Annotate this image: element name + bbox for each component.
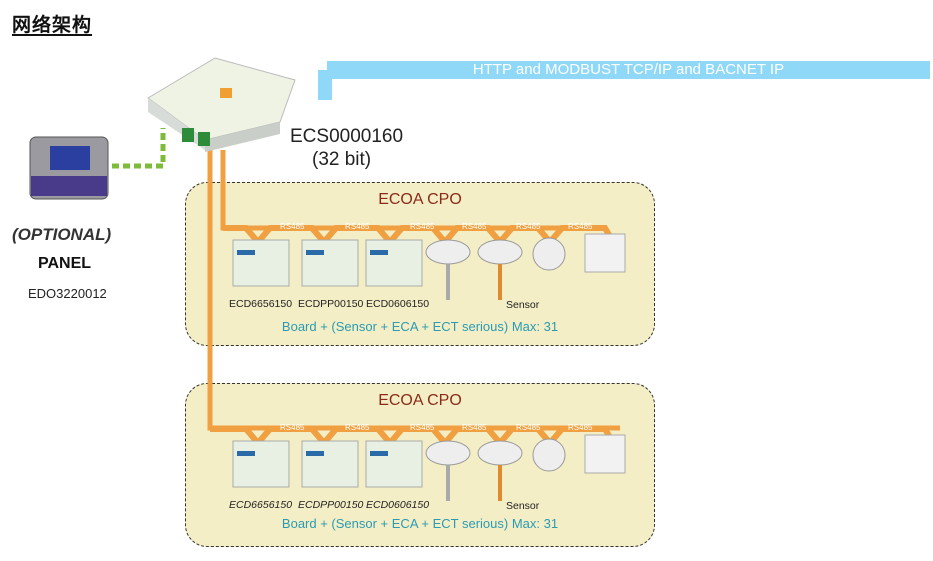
sensor-probe (498, 465, 502, 501)
terminal-block-icon (306, 451, 324, 456)
panel-label: PANEL (38, 255, 92, 272)
panel-model: EDO3220012 (28, 286, 107, 301)
duct-sensor-icon (425, 440, 471, 466)
zone-title: ECOA CPO (378, 191, 462, 208)
device-model-label: ECD0606150 (366, 298, 430, 310)
network-protocol-label: HTTP and MODBUST TCP/IP and BACNET IP (472, 61, 785, 78)
panel-link (112, 128, 166, 169)
rs485-bus (210, 426, 615, 448)
device-model-label: ECD6656150 (229, 298, 293, 310)
controller-board-icon (365, 239, 423, 287)
rs485-label: RS485 (462, 222, 487, 231)
sensor-probe (446, 465, 450, 501)
controller-board-icon (301, 239, 359, 287)
rs485-label: RS485 (568, 423, 593, 432)
zone-note: Board + (Sensor + ECA + ECT serious) Max… (281, 516, 559, 531)
page-title: 网络架构 (12, 14, 93, 36)
pressure-sensor-icon (532, 438, 566, 472)
terminal-block-icon (237, 250, 255, 255)
device-model-label: ECD0606150 (366, 499, 430, 511)
controller-device-icon (147, 57, 296, 152)
zone-title: ECOA CPO (378, 392, 462, 409)
controller-board-icon (301, 440, 359, 488)
rs485-label: RS485 (280, 423, 305, 432)
terminal-block-icon (370, 451, 388, 456)
sensor-label: Sensor (506, 500, 540, 512)
thermostat-icon (584, 233, 626, 273)
device-model-label: ECDPP00150 (298, 298, 364, 310)
rs485-bus (223, 225, 615, 247)
terminal-block-icon (370, 250, 388, 255)
sensor-probe (446, 264, 450, 300)
sensor-label: Sensor (506, 299, 540, 311)
terminal-block-icon (237, 451, 255, 456)
rs485-label: RS485 (516, 423, 541, 432)
rs485-label: RS485 (462, 423, 487, 432)
rs485-label: RS485 (410, 423, 435, 432)
pressure-sensor-icon (532, 237, 566, 271)
sensor-probe (498, 264, 502, 300)
rs485-label: RS485 (345, 423, 370, 432)
duct-sensor-icon (477, 440, 523, 466)
hmi-panel-icon (29, 136, 109, 200)
terminal-block-icon (306, 250, 324, 255)
thermostat-icon (584, 434, 626, 474)
rs485-label: RS485 (345, 222, 370, 231)
controller-board-icon (365, 440, 423, 488)
zone-ecoa-cpo-1: ECOA CPO Board + (Sensor + ECA + ECT ser… (185, 182, 655, 346)
rs485-label: RS485 (516, 222, 541, 231)
rs485-label: RS485 (280, 222, 305, 231)
controller-bits: (32 bit) (312, 149, 372, 170)
rs485-label: RS485 (410, 222, 435, 231)
network-bar (327, 61, 930, 79)
rs485-label: RS485 (568, 222, 593, 231)
network-bar-connector (318, 70, 332, 100)
optional-label: (OPTIONAL) (12, 225, 112, 244)
controller-model: ECS0000160 (290, 126, 404, 147)
device-model-label: ECDPP00150 (298, 499, 364, 511)
zone-note: Board + (Sensor + ECA + ECT serious) Max… (281, 319, 559, 334)
controller-board-icon (232, 239, 290, 287)
controller-board-icon (232, 440, 290, 488)
device-model-label: ECD6656150 (229, 499, 293, 511)
